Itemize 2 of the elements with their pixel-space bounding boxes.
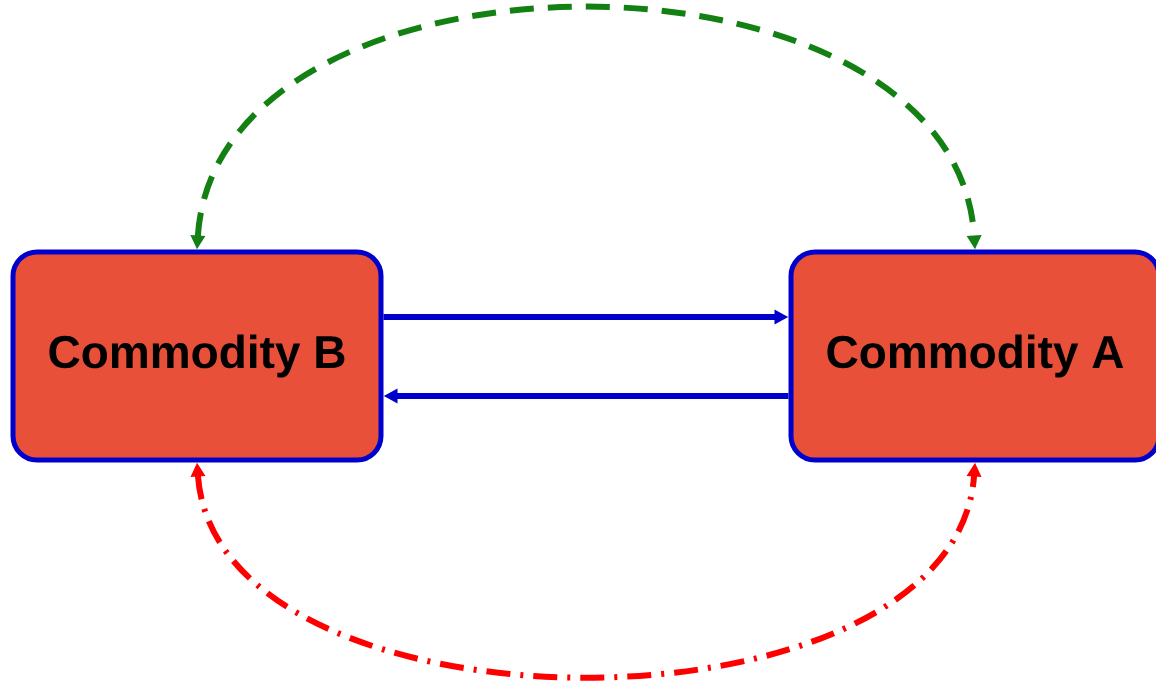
commodity-box: Commodity B bbox=[10, 249, 384, 463]
commodity-box: Commodity A bbox=[788, 249, 1156, 463]
